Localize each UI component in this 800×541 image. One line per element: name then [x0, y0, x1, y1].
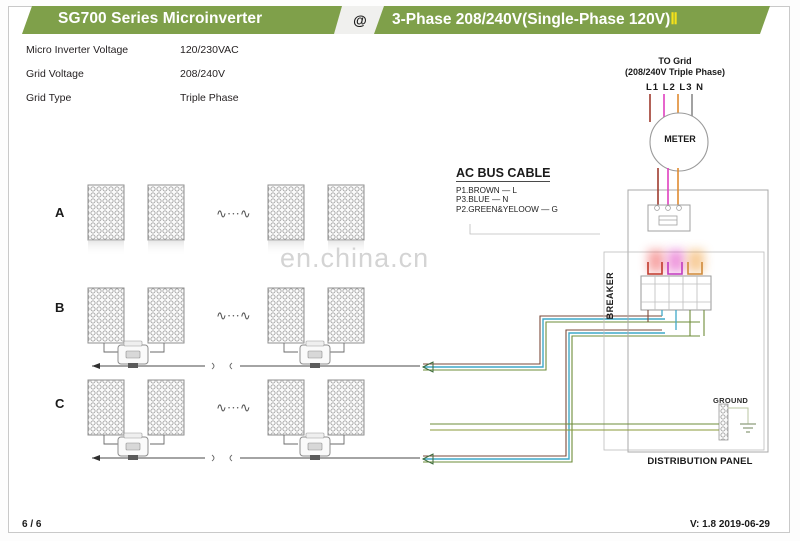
page-title: SG700 Series Microinverter [58, 10, 263, 27]
legend-title: AC BUS CABLE [456, 166, 551, 182]
version-date: V: 1.8 2019-06-29 [689, 519, 770, 530]
spec-key: Micro Inverter Voltage [26, 44, 129, 56]
spec-row: Micro Inverter Voltage 120/230VAC [22, 40, 322, 64]
at-icon: @ [353, 12, 367, 28]
header-subtitle: 3-Phase 208/240V(Single-Phase 120V)Ⅱ [392, 10, 678, 29]
header-badge: @ [334, 6, 386, 34]
header-band-right: 3-Phase 208/240V(Single-Phase 120V)Ⅱ [374, 6, 770, 34]
spec-row: Grid Voltage 208/240V [22, 64, 322, 88]
spec-value: 208/240V [180, 68, 225, 80]
spec-row: Grid Type Triple Phase [22, 88, 322, 112]
breaker-label: BREAKER [605, 272, 615, 320]
legend-line: P2.GREEN&YELOOW — G [456, 204, 558, 214]
spec-key: Grid Type [26, 92, 72, 104]
spec-table: Micro Inverter Voltage 120/230VAC Grid V… [22, 40, 322, 112]
header-subtitle-mark: Ⅱ [670, 11, 678, 28]
ground-label: GROUND [713, 396, 749, 405]
page-number: 6 / 6 [22, 519, 42, 530]
legend-line: P1.BROWN — L [456, 186, 517, 195]
distribution-panel-label: DISTRIBUTION PANEL [647, 456, 753, 467]
to-grid-label: TO Grid (208/240V Triple Phase) [600, 56, 750, 78]
spec-value: 120/230VAC [180, 44, 239, 56]
phase-labels: L1 L2 L3 N [645, 82, 705, 93]
header-banner: SG700 Series Microinverter @ 3-Phase 208… [22, 6, 770, 34]
header-subtitle-text: 3-Phase 208/240V(Single-Phase 120V) [392, 11, 671, 28]
to-grid-title: TO Grid [658, 56, 692, 66]
spec-value: Triple Phase [180, 92, 239, 104]
row-label-a: A [55, 205, 65, 220]
spec-key: Grid Voltage [26, 68, 84, 80]
row-label-c: C [55, 396, 65, 411]
meter-label: METER [664, 134, 696, 144]
to-grid-detail: (208/240V Triple Phase) [624, 67, 726, 77]
ac-bus-cable-legend: AC BUS CABLE P1.BROWN — L P3.BLUE — N P2… [456, 164, 558, 214]
header-band-left: SG700 Series Microinverter [22, 6, 342, 34]
legend-line: P3.BLUE — N [456, 195, 509, 205]
row-label-b: B [55, 300, 65, 315]
watermark: en.china.cn [280, 243, 430, 273]
